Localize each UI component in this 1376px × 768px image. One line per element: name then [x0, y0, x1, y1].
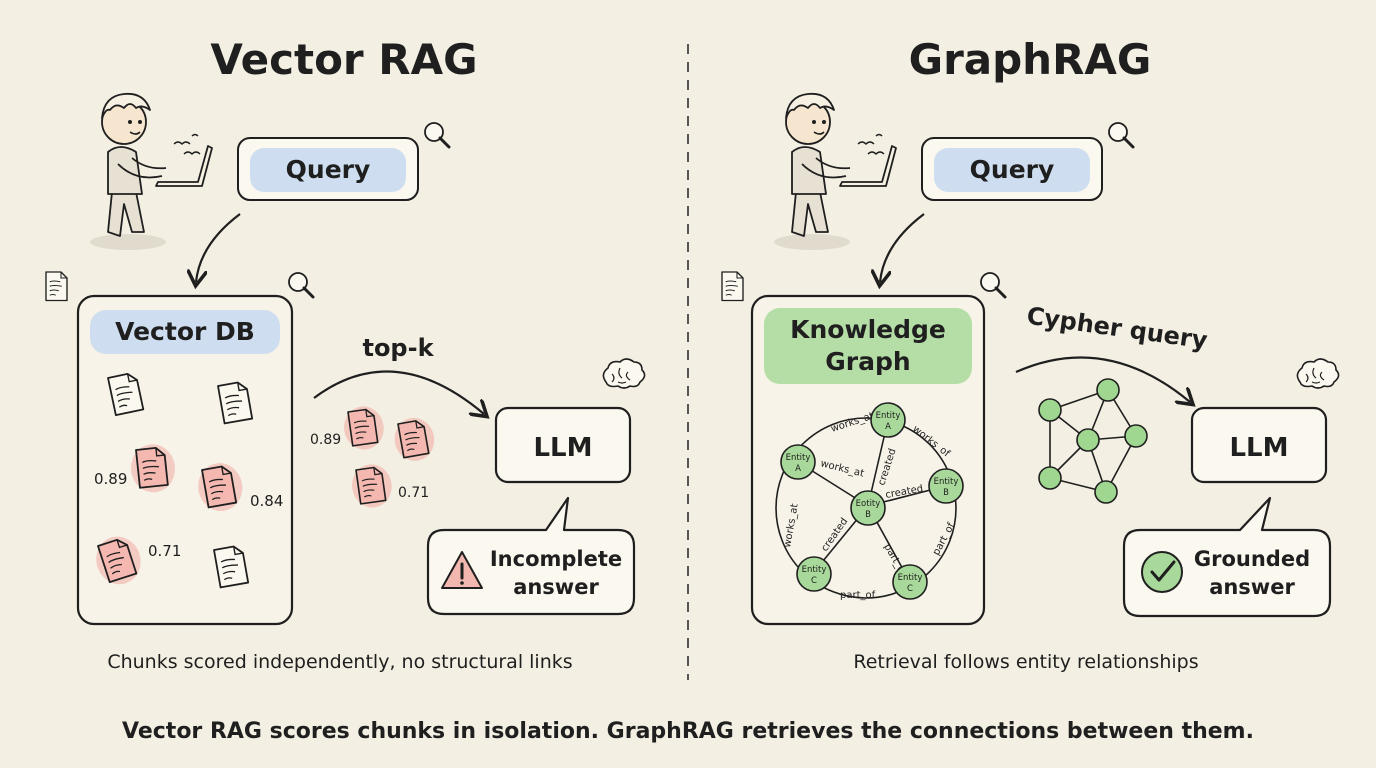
- left-query-label: Query: [286, 155, 371, 184]
- svg-text:B: B: [865, 510, 871, 520]
- svg-text:A: A: [795, 464, 801, 474]
- chunk-score: 0.84: [250, 492, 283, 510]
- right-query-label: Query: [970, 155, 1055, 184]
- magnifier-icon: [1107, 121, 1135, 149]
- retrieved-chunk: [348, 460, 396, 511]
- svg-text:Entity: Entity: [802, 565, 827, 575]
- chunk-score: 0.71: [148, 542, 181, 560]
- checkmark-icon: [1141, 551, 1183, 593]
- knowledge-graph-label-line2: Graph: [825, 347, 910, 376]
- left-query-box: Query: [237, 137, 419, 201]
- entity-node-a-left: Entity A: [780, 444, 816, 480]
- right-title: GraphRAG: [909, 35, 1152, 84]
- svg-text:Entity: Entity: [876, 411, 901, 421]
- entity-node-b-center: Eotity B: [850, 490, 886, 526]
- retrieved-chunk: [390, 413, 439, 465]
- grounded-answer-line2: answer: [1209, 575, 1295, 599]
- right-llm-box: [1190, 406, 1328, 484]
- retrieved-chunk: [340, 402, 388, 453]
- svg-text:Eotity: Eotity: [856, 499, 881, 509]
- magnifier-icon: [423, 121, 451, 149]
- document-icon: [45, 271, 68, 302]
- retrieved-score: 0.71: [398, 485, 429, 501]
- right-caption: Retrieval follows entity relationships: [853, 651, 1198, 673]
- edge-label: part_of: [840, 590, 876, 601]
- vector-db-label: Vector DB: [115, 317, 255, 346]
- svg-text:C: C: [907, 584, 913, 594]
- right-query-arrow: [880, 213, 925, 282]
- knowledge-graph-label-line1: Knowledge: [790, 315, 946, 344]
- document-icon: [721, 271, 744, 302]
- svg-text:A: A: [885, 422, 891, 432]
- brain-icon: [602, 358, 646, 389]
- cypher-query-label: Cypher query: [1025, 302, 1209, 355]
- left-title: Vector RAG: [210, 35, 477, 84]
- magnifier-icon: [979, 271, 1007, 299]
- right-person-illustration: [773, 92, 897, 251]
- left-caption: Chunks scored independently, no structur…: [107, 651, 572, 673]
- entity-node-a-top: Entity A: [870, 402, 906, 438]
- top-k-arrow: [313, 370, 484, 414]
- svg-text:Entity: Entity: [786, 453, 811, 463]
- right-query-box: Query: [921, 137, 1103, 201]
- retrieved-subgraph: [1038, 378, 1148, 504]
- right-llm-label: LLM: [1229, 433, 1288, 463]
- incomplete-answer-line1: Incomplete: [490, 547, 622, 571]
- cypher-query-arrow: [1015, 356, 1190, 402]
- entity-node-c-right: Entity C: [892, 564, 928, 600]
- left-llm-box: [494, 406, 632, 484]
- grounded-answer-line1: Grounded: [1194, 547, 1310, 571]
- brain-icon: [1296, 358, 1340, 389]
- magnifier-icon: [287, 271, 315, 299]
- chunk-score: 0.89: [94, 470, 127, 488]
- svg-text:Entity: Entity: [898, 573, 923, 583]
- warning-icon: [441, 551, 483, 589]
- incomplete-answer-line2: answer: [513, 575, 599, 599]
- entity-node-b-right: Entity B: [928, 468, 964, 504]
- footer-summary: Vector RAG scores chunks in isolation. G…: [122, 719, 1254, 744]
- retrieved-score: 0.89: [310, 432, 341, 448]
- left-query-arrow: [196, 213, 241, 282]
- svg-text:Entity: Entity: [934, 477, 959, 487]
- top-k-label: top-k: [362, 334, 434, 362]
- svg-text:B: B: [943, 488, 949, 498]
- left-person-illustration: [89, 92, 213, 251]
- left-llm-label: LLM: [533, 433, 592, 463]
- entity-node-c-left: Entity C: [796, 556, 832, 592]
- svg-text:C: C: [811, 576, 817, 586]
